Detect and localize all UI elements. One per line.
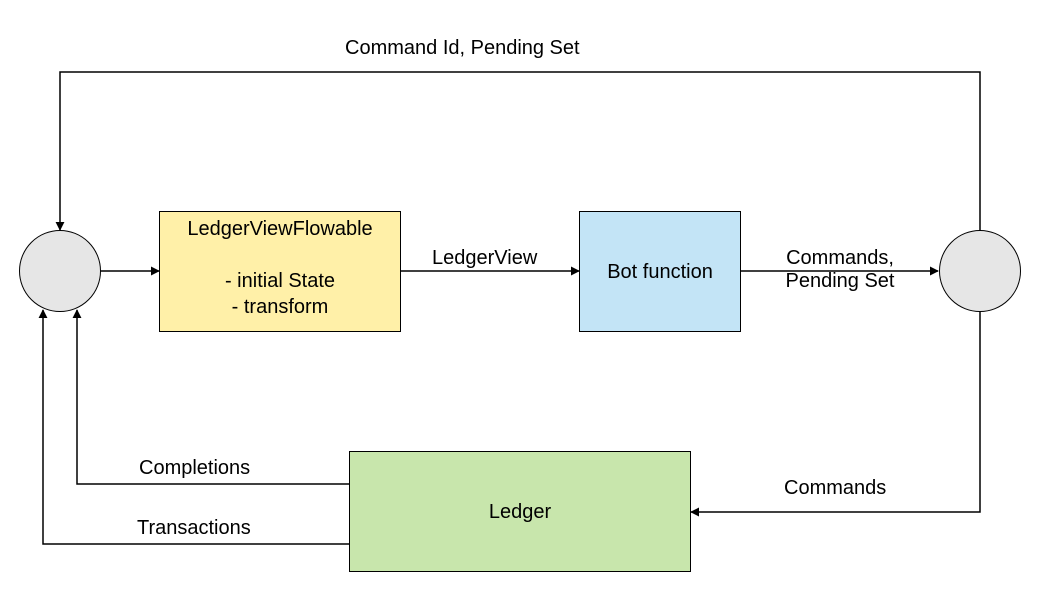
commands-connector	[690, 312, 981, 517]
split-node	[939, 230, 1021, 312]
merge-node	[19, 230, 101, 312]
completions-label: Completions	[139, 457, 251, 479]
ledger-view-flowable-title: LedgerViewFlowable	[187, 218, 373, 240]
ledger-view-flowable-item: - initial State	[224, 270, 336, 292]
commands-pending-label: Commands, Pending Set	[770, 247, 910, 293]
transactions-label: Transactions	[137, 517, 251, 539]
bot-function-title: Bot function	[607, 260, 713, 283]
ledger-title: Ledger	[488, 500, 552, 523]
commands-pending-line: Commands,	[786, 247, 894, 269]
feedback-connector	[55, 71, 981, 231]
completions-connector	[72, 309, 349, 485]
feedback-label: Command Id, Pending Set	[345, 37, 580, 59]
transactions-connector	[38, 309, 349, 545]
bot-function-box: Bot function	[579, 211, 741, 332]
ledger-view-flowable-box: LedgerViewFlowable - initial State - tra…	[159, 211, 401, 332]
commands-label: Commands	[784, 477, 887, 499]
ledger-view-flowable-item: - transform	[231, 296, 329, 318]
ledger-box: Ledger	[349, 451, 691, 572]
ledger-view-label: LedgerView	[432, 247, 538, 269]
commands-pending-line: Pending Set	[785, 270, 895, 292]
